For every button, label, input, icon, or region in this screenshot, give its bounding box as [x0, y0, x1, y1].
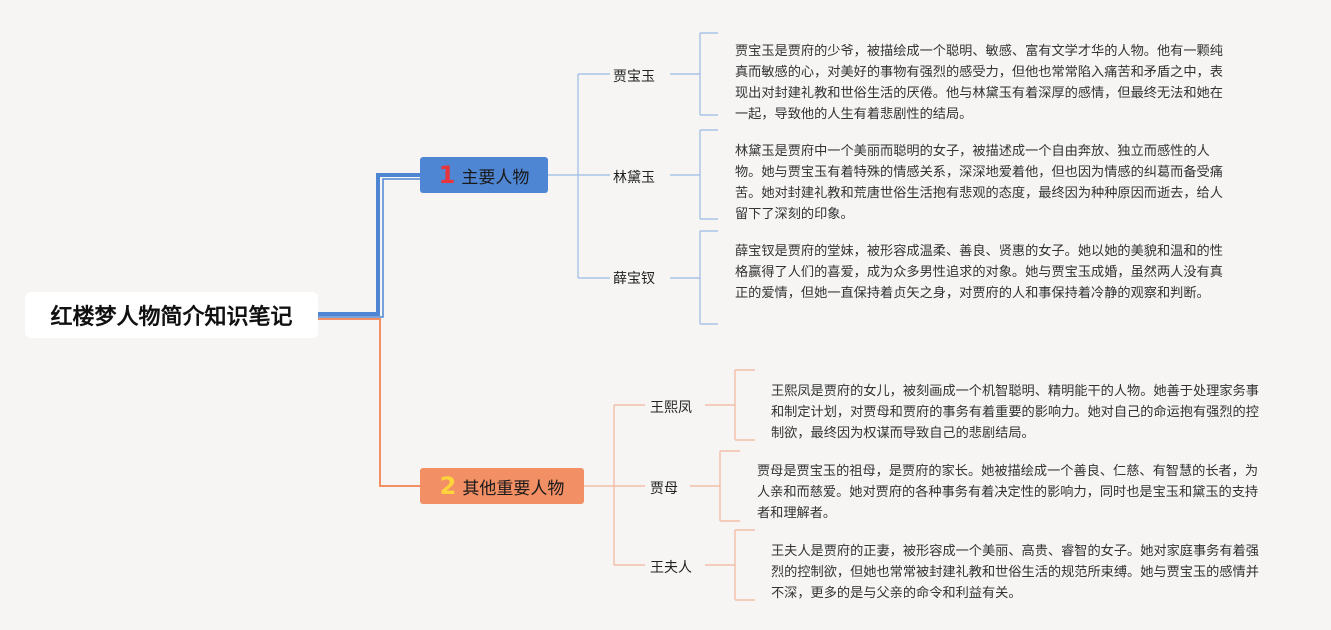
branch-label: 主要人物 [461, 167, 530, 188]
connector-char6-desc [705, 529, 755, 601]
character-description: 王夫人是贾府的正妻，被形容成一个美丽、高贵、睿智的女子。她对家庭事务有着强烈的控… [771, 544, 1259, 601]
character-node-wang-xifeng[interactable]: 王熙凤 [650, 400, 692, 416]
connector-char3-desc [670, 230, 718, 325]
character-description: 贾母是贾宝玉的祖母，是贾府的家长。她被描绘成一个善良、仁慈、有智慧的长者，为人亲… [757, 464, 1259, 521]
connector-root-branch1 [318, 173, 420, 316]
connector-root-branch2 [318, 318, 420, 487]
character-description: 薛宝钗是贾府的堂妹，被形容成温柔、善良、贤惠的女子。她以她的美貌和温和的性格赢得… [735, 244, 1223, 301]
branch-number: 2 [439, 472, 457, 500]
connector-root-branch1-inner [318, 178, 420, 318]
connector-char2-desc [670, 129, 718, 220]
character-description: 王熙凤是贾府的女儿，被刻画成一个机智聪明、精明能干的人物。她善于处理家务事和制定… [771, 384, 1259, 441]
character-node-lin-daiyu[interactable]: 林黛玉 [613, 170, 655, 186]
character-description: 贾宝玉是贾府的少爷，被描绘成一个聪明、敏感、富有文学才华的人物。他有一颗纯真而敏… [735, 44, 1223, 122]
connector-branch1-chars [548, 73, 610, 279]
character-node-xue-baochai[interactable]: 薛宝钗 [613, 271, 655, 287]
connector-char5-desc [690, 450, 740, 522]
branch-number: 1 [438, 161, 456, 189]
connector-char4-desc [705, 369, 755, 441]
character-node-jia-baoyu[interactable]: 贾宝玉 [613, 69, 655, 85]
character-description: 林黛玉是贾府中一个美丽而聪明的女子，被描述成一个自由奔放、独立而感性的人物。她与… [735, 144, 1223, 222]
character-node-lady-wang[interactable]: 王夫人 [650, 560, 692, 576]
branch-label: 其他重要人物 [462, 478, 565, 499]
character-node-jia-mu[interactable]: 贾母 [650, 481, 678, 497]
branch-main-characters[interactable]: 1 主要人物 [420, 157, 548, 193]
branch-other-characters[interactable]: 2 其他重要人物 [420, 468, 584, 504]
connector-branch2-chars [584, 404, 645, 566]
connector-char1-desc [670, 32, 718, 116]
root-title[interactable]: 红楼梦人物简介知识笔记 [25, 292, 318, 338]
